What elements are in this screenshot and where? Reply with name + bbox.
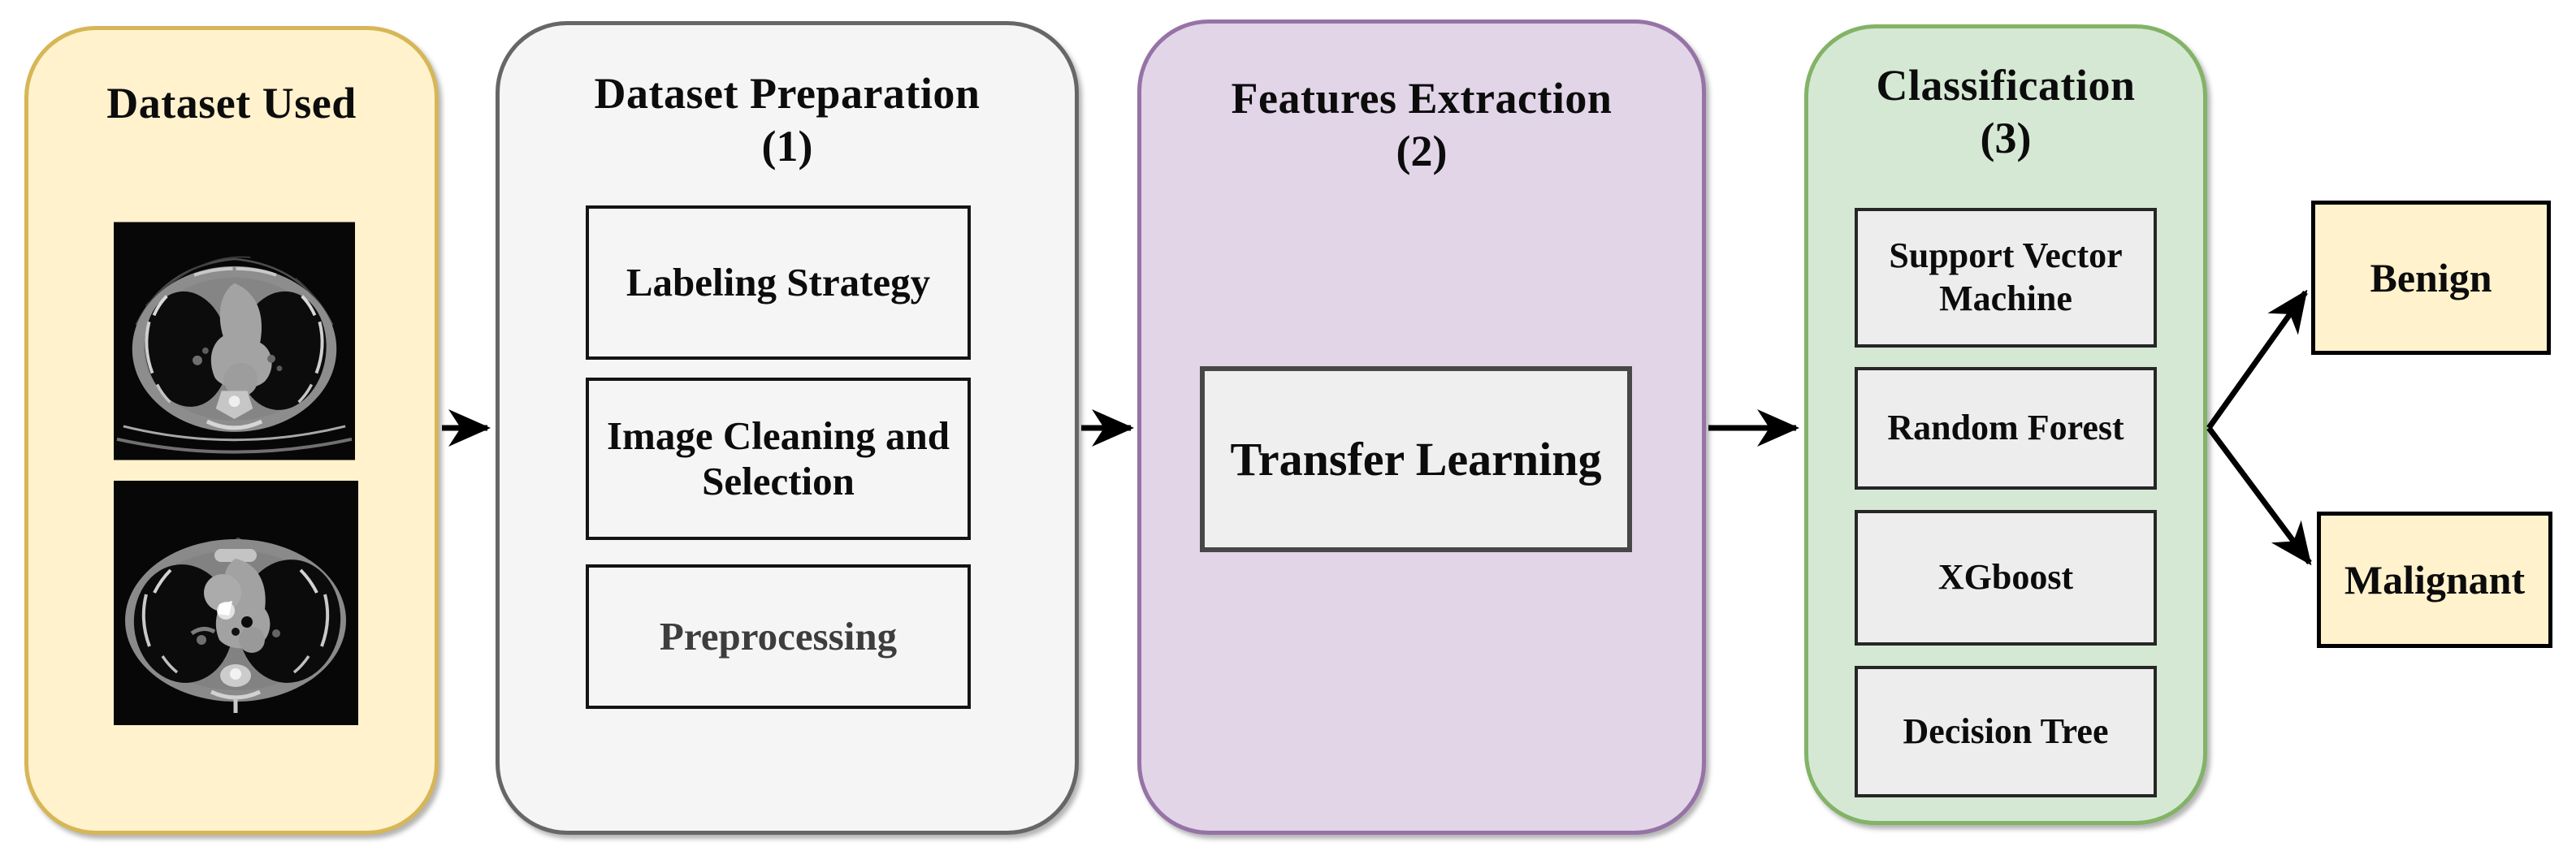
step-label: Labeling Strategy bbox=[626, 259, 931, 305]
step-preprocessing: Preprocessing bbox=[586, 564, 971, 709]
stage-features-extraction: Features Extraction (2) Transfer Learnin… bbox=[1137, 19, 1706, 835]
classification-title: Classification bbox=[1876, 61, 2136, 110]
features-extraction-title: Features Extraction bbox=[1231, 74, 1613, 123]
method-transfer-learning: Transfer Learning bbox=[1200, 366, 1632, 552]
step-image-cleaning-selection: Image Cleaning and Selection bbox=[586, 378, 971, 540]
arrow-classification-to-malignant bbox=[2206, 426, 2312, 566]
stage-dataset-preparation: Dataset Preparation (1) Labeling Strateg… bbox=[496, 21, 1079, 835]
output-benign: Benign bbox=[2311, 201, 2551, 355]
output-label: Malignant bbox=[2344, 557, 2526, 603]
classifier-decision-tree: Decision Tree bbox=[1855, 666, 2157, 797]
classifier-label: Random Forest bbox=[1887, 408, 2124, 448]
axial-chest-ct-image-1 bbox=[114, 221, 355, 461]
output-malignant: Malignant bbox=[2317, 512, 2552, 648]
ct-scan-1-graphic bbox=[114, 222, 355, 460]
classification-number: (3) bbox=[1980, 113, 2032, 162]
output-label: Benign bbox=[2370, 255, 2492, 300]
classifier-label: Support Vector Machine bbox=[1889, 235, 2123, 318]
dataset-preparation-title: Dataset Preparation bbox=[594, 69, 981, 118]
classifier-random-forest: Random Forest bbox=[1855, 367, 2157, 490]
dataset-used-title: Dataset Used bbox=[106, 79, 357, 127]
features-extraction-number: (2) bbox=[1396, 126, 1448, 175]
step-labeling-strategy: Labeling Strategy bbox=[586, 205, 971, 360]
step-label: Image Cleaning and Selection bbox=[606, 413, 950, 503]
stage-dataset-used: Dataset Used bbox=[24, 26, 439, 835]
classifier-label: Decision Tree bbox=[1903, 711, 2109, 751]
stage-classification: Classification (3) Support Vector Machin… bbox=[1804, 24, 2207, 825]
method-label: Transfer Learning bbox=[1230, 433, 1602, 486]
classifier-label: XGboost bbox=[1937, 557, 2074, 598]
step-label: Preprocessing bbox=[659, 613, 898, 659]
dataset-preparation-number: (1) bbox=[761, 121, 813, 171]
axial-chest-ct-image-2 bbox=[114, 481, 358, 725]
ct-scan-2-graphic bbox=[114, 481, 358, 725]
arrow-classification-to-benign bbox=[2206, 289, 2308, 430]
classifier-xgboost: XGboost bbox=[1855, 510, 2157, 646]
classifier-support-vector-machine: Support Vector Machine bbox=[1855, 208, 2157, 348]
